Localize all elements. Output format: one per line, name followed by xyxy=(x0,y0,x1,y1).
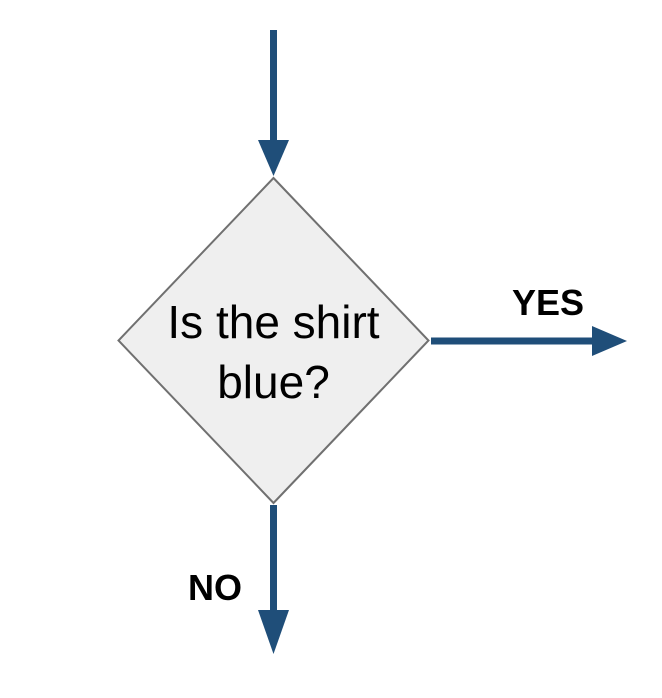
no-edge-label: NO xyxy=(188,567,242,608)
no-arrow xyxy=(258,505,289,654)
right-arrowhead-icon xyxy=(592,326,627,356)
decision-diamond xyxy=(117,176,430,505)
yes-arrow xyxy=(431,326,627,356)
decision-label-line1: Is the shirt xyxy=(167,296,379,348)
yes-edge-label: YES xyxy=(512,282,584,323)
decision-label-line2: blue? xyxy=(217,356,330,408)
incoming-arrow xyxy=(258,30,289,176)
down-arrowhead-icon xyxy=(258,610,289,654)
down-arrowhead-icon xyxy=(258,140,289,176)
